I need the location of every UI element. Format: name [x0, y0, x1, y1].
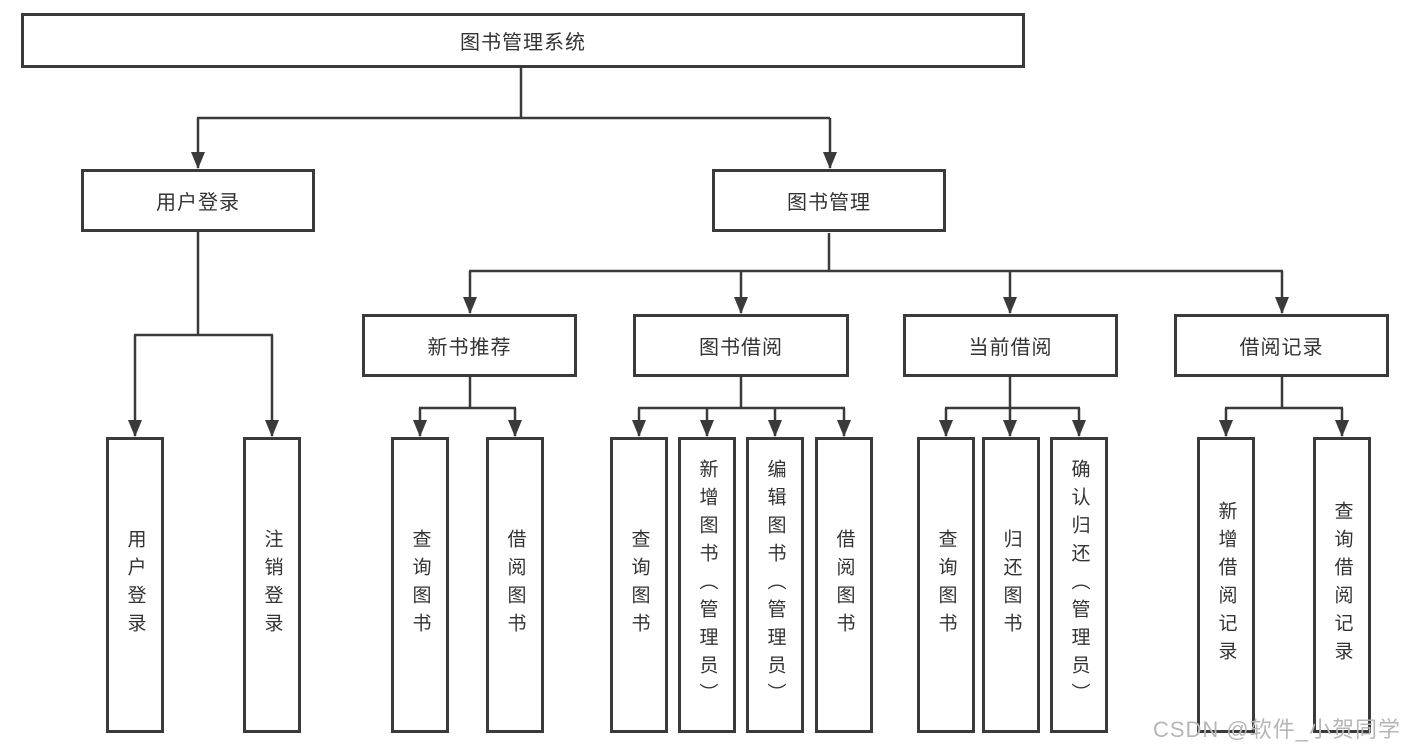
node-leaf-rec-query: 查询图书	[391, 437, 449, 733]
node-leaf-rec-borrow: 借阅图书	[486, 437, 544, 733]
node-root: 图书管理系统	[21, 13, 1025, 68]
connector-root-to-level2	[191, 68, 837, 169]
node-leaf-cb-confirm: 确认归还（管理员）	[1050, 437, 1108, 733]
node-user-login-label: 用户登录	[156, 192, 240, 214]
node-leaf-rec-query-label: 查询图书	[409, 529, 431, 641]
connector-book-mgmt-to-level3	[463, 233, 1289, 314]
node-borrow-record-label: 借阅记录	[1239, 337, 1324, 359]
node-leaf-cb-query: 查询图书	[917, 437, 975, 733]
node-leaf-logout-label: 注销登录	[261, 529, 283, 641]
node-user-login: 用户登录	[81, 169, 315, 232]
node-leaf-br-add-label: 新增借阅记录	[1215, 501, 1237, 669]
node-book-borrow: 图书借阅	[633, 314, 849, 377]
node-leaf-bb-borrow-label: 借阅图书	[833, 529, 855, 641]
node-current-borrow: 当前借阅	[903, 314, 1118, 377]
node-leaf-br-add: 新增借阅记录	[1197, 437, 1255, 733]
node-leaf-cb-query-label: 查询图书	[935, 529, 957, 641]
node-leaf-br-query-label: 查询借阅记录	[1331, 501, 1353, 669]
connector-borrow-record-to-leaves	[1219, 377, 1349, 437]
node-leaf-bb-add-label: 新增图书（管理员）	[696, 459, 718, 711]
node-book-mgmt: 图书管理	[712, 169, 946, 232]
node-borrow-record: 借阅记录	[1174, 314, 1389, 377]
node-leaf-cb-return: 归还图书	[982, 437, 1040, 733]
node-root-label: 图书管理系统	[460, 32, 586, 54]
node-leaf-rec-borrow-label: 借阅图书	[504, 529, 526, 641]
connector-book-borrow-to-leaves	[632, 377, 851, 437]
node-leaf-cb-confirm-label: 确认归还（管理员）	[1068, 459, 1090, 711]
node-leaf-logout: 注销登录	[243, 437, 301, 733]
node-leaf-cb-return-label: 归还图书	[1000, 529, 1022, 641]
node-leaf-user-login: 用户登录	[106, 437, 164, 733]
csdn-watermark: CSDN @软件_小贺同学	[1152, 717, 1401, 742]
node-new-book-rec-label: 新书推荐	[427, 337, 512, 359]
node-leaf-bb-edit: 编辑图书（管理员）	[746, 437, 804, 733]
connector-new-book-rec-to-leaves	[413, 377, 522, 437]
node-leaf-bb-edit-label: 编辑图书（管理员）	[764, 459, 786, 711]
node-leaf-bb-borrow: 借阅图书	[815, 437, 873, 733]
node-leaf-bb-query: 查询图书	[610, 437, 668, 733]
connector-current-borrow-to-leaves	[939, 377, 1086, 437]
node-leaf-user-login-label: 用户登录	[124, 529, 146, 641]
node-leaf-bb-add: 新增图书（管理员）	[678, 437, 736, 733]
node-leaf-bb-query-label: 查询图书	[628, 529, 650, 641]
node-book-mgmt-label: 图书管理	[787, 192, 871, 214]
node-new-book-rec: 新书推荐	[362, 314, 577, 377]
node-book-borrow-label: 图书借阅	[699, 337, 783, 359]
connector-user-login-to-leaves	[128, 232, 279, 437]
node-current-borrow-label: 当前借阅	[968, 337, 1053, 359]
node-leaf-br-query: 查询借阅记录	[1313, 437, 1371, 733]
